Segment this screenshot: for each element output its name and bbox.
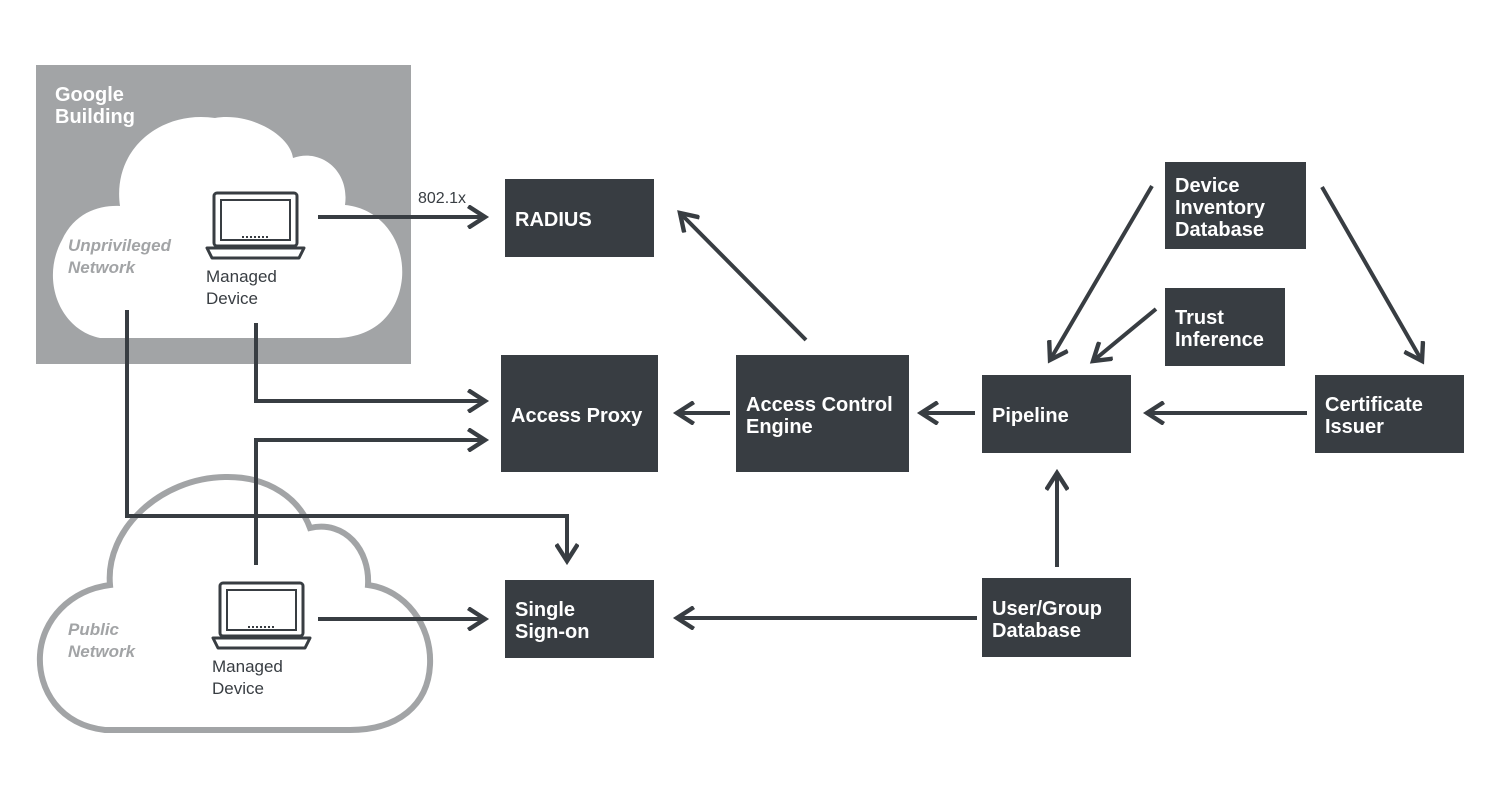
access-control-engine-label: Access Control Engine bbox=[746, 394, 898, 438]
protocol-label-8021x: 802.1x bbox=[418, 190, 466, 207]
user-group-database-box: User/Group Database bbox=[982, 578, 1131, 657]
access-control-engine-label-line1: Access Control bbox=[746, 394, 893, 416]
unprivileged-network-label: Unprivileged Network bbox=[68, 236, 176, 277]
device-inventory-database-label-line2: Inventory bbox=[1175, 197, 1266, 219]
public-network-label: Public Network bbox=[68, 620, 137, 661]
radius-label-line1: RADIUS bbox=[515, 209, 592, 231]
google-building-title: Google Building bbox=[55, 84, 135, 128]
single-sign-on-label: Single Sign-on bbox=[515, 599, 589, 643]
public-network-label-line1: Public bbox=[68, 620, 120, 639]
device-inventory-database-label: Device Inventory Database bbox=[1175, 175, 1271, 241]
arrow-inventory-to-cert-issuer bbox=[1320, 186, 1422, 361]
trust-inference-box: Trust Inference bbox=[1165, 288, 1285, 366]
trust-inference-label-line2: Inference bbox=[1175, 329, 1264, 351]
arrow-public-device-to-access-proxy bbox=[254, 440, 485, 565]
access-proxy-label-line1: Access Proxy bbox=[511, 405, 643, 427]
single-sign-on-label-line2: Sign-on bbox=[515, 621, 589, 643]
internal-device-label: Managed Device bbox=[206, 267, 282, 308]
certificate-issuer-label-line1: Certificate bbox=[1325, 394, 1423, 416]
access-proxy-label: Access Proxy bbox=[511, 405, 643, 427]
certificate-issuer-box: Certificate Issuer bbox=[1315, 375, 1464, 453]
trust-inference-label: Trust Inference bbox=[1175, 307, 1264, 351]
arrow-trust-to-pipeline bbox=[1093, 307, 1158, 361]
pipeline-label-line1: Pipeline bbox=[992, 405, 1069, 427]
certificate-issuer-label-line2: Issuer bbox=[1325, 416, 1384, 438]
unprivileged-network-cloud bbox=[52, 116, 403, 338]
user-group-database-label-line2: Database bbox=[992, 620, 1081, 642]
trust-inference-label-line1: Trust bbox=[1175, 307, 1224, 329]
external-device-label-line2: Device bbox=[212, 679, 264, 698]
unprivileged-network-label-line1: Unprivileged bbox=[68, 236, 172, 255]
internal-device-label-line1: Managed bbox=[206, 267, 277, 286]
public-network-label-line2: Network bbox=[68, 642, 137, 661]
radius-label: RADIUS bbox=[515, 209, 592, 231]
arrow-device-to-access-proxy bbox=[254, 323, 485, 401]
arrow-inventory-to-pipeline bbox=[1050, 184, 1154, 360]
google-building-title-line2: Building bbox=[55, 106, 135, 128]
laptop-icon bbox=[205, 191, 306, 260]
single-sign-on-box: Single Sign-on bbox=[505, 580, 654, 658]
google-building-title-line1: Google bbox=[55, 84, 124, 106]
external-device-label-line1: Managed bbox=[212, 657, 283, 676]
connectors bbox=[125, 184, 1422, 619]
user-group-database-label: User/Group Database bbox=[992, 598, 1108, 642]
external-device-label: Managed Device bbox=[212, 657, 288, 698]
single-sign-on-label-line1: Single bbox=[515, 599, 575, 621]
unprivileged-network-label-line2: Network bbox=[68, 258, 137, 277]
arrow-unprivileged-to-sso bbox=[125, 310, 567, 561]
arrow-ace-to-radius bbox=[680, 213, 808, 342]
internal-device-label-line2: Device bbox=[206, 289, 258, 308]
user-group-database-label-line1: User/Group bbox=[992, 598, 1102, 620]
pipeline-label: Pipeline bbox=[992, 405, 1069, 427]
public-network-cloud bbox=[36, 473, 434, 733]
laptop-icon bbox=[211, 581, 312, 650]
radius-box: RADIUS bbox=[505, 179, 654, 257]
access-proxy-box: Access Proxy bbox=[501, 355, 658, 472]
device-inventory-database-label-line3: Database bbox=[1175, 219, 1264, 241]
pipeline-box: Pipeline bbox=[982, 375, 1131, 453]
device-inventory-database-box: Device Inventory Database bbox=[1165, 162, 1306, 249]
device-inventory-database-label-line1: Device bbox=[1175, 175, 1240, 197]
certificate-issuer-label: Certificate Issuer bbox=[1325, 394, 1428, 438]
access-control-engine-label-line2: Engine bbox=[746, 416, 813, 438]
access-control-engine-box: Access Control Engine bbox=[736, 355, 909, 472]
